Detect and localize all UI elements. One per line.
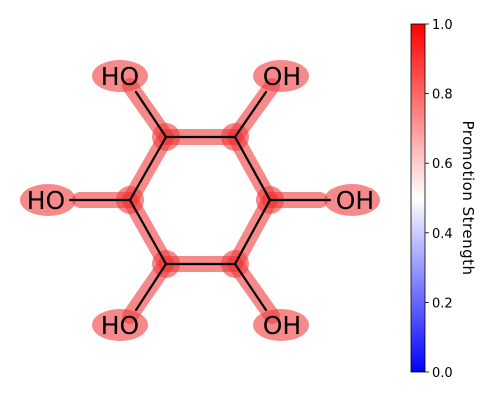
colorbar-tick-label: 0.6 [432,157,453,172]
hydroxyl-label: HO [101,62,139,91]
hydroxyl-highlights [20,60,380,341]
colorbar-tick-label: 1.0 [432,18,453,33]
substituent-bond [233,90,268,139]
substituent-bond [233,262,268,312]
hydroxyl-label: OH [336,186,374,215]
atom-labels: HO OH HO OH HO OH [27,62,374,340]
hydroxyl-highlight [253,309,309,341]
hydroxyl-label: HO [101,311,139,340]
hydroxyl-label: OH [263,62,301,91]
hydroxyl-label: HO [27,186,65,215]
atom-highlights [116,123,284,278]
ring-bond [128,135,168,202]
ring-bond [233,198,272,266]
substituent-bond [134,90,168,139]
colorbar-tick-label: 0.0 [432,366,453,381]
colorbar-tick-labels: 0.0 0.2 0.4 0.6 0.8 1.0 [432,18,453,381]
hydroxyl-highlight [324,184,380,216]
colorbar-tick-label: 0.4 [432,227,453,242]
colorbar: 0.0 0.2 0.4 0.6 0.8 1.0 Promotion Streng… [410,18,477,381]
colorbar-ticks [425,23,429,373]
hydroxyl-highlight [20,184,76,216]
hydroxyl-highlight [92,309,148,341]
colorbar-title: Promotion Strength [459,121,477,276]
colorbar-tick-label: 0.8 [432,88,453,103]
hydroxyl-label: OH [263,311,301,340]
bonds [68,90,332,312]
hydroxyl-highlight [92,60,148,92]
ring-bond [233,135,272,202]
colorbar-tick-label: 0.2 [432,296,453,311]
colorbar-gradient [410,23,426,373]
hydroxyl-highlight [253,60,309,92]
ring-bond [128,198,168,266]
substituent-bond [134,262,168,312]
